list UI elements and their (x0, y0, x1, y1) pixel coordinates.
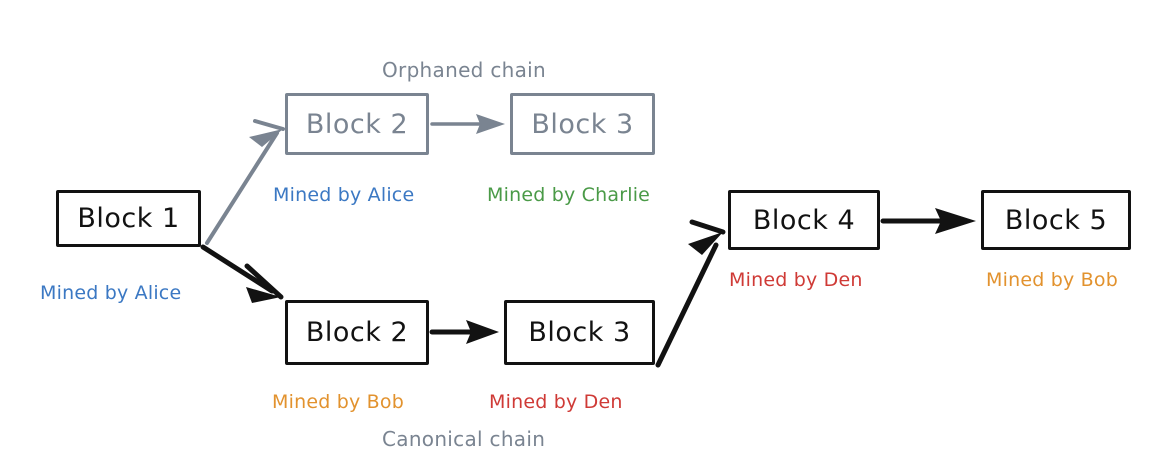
block-1[interactable]: Block 1 (56, 190, 201, 247)
block-5-label: Block 5 (1004, 204, 1108, 236)
canonical-block-2-label: Block 2 (305, 317, 409, 348)
orphan-block-3[interactable]: Block 3 (510, 93, 655, 155)
orphan-block-2-label: Block 2 (305, 108, 409, 140)
caption-canonical-block-2: Mined by Bob (272, 391, 404, 413)
block-1-label: Block 1 (77, 203, 180, 234)
block-4-label: Block 4 (752, 204, 856, 236)
caption-block-5: Mined by Bob (986, 269, 1118, 291)
orphan-block-2[interactable]: Block 2 (285, 93, 429, 155)
caption-canonical-block-3: Mined by Den (489, 391, 623, 413)
block-5[interactable]: Block 5 (981, 190, 1131, 250)
arrow-canonical-block2-to-block3 (429, 320, 499, 344)
arrow-block1-to-canonical-block2 (200, 244, 284, 303)
caption-orphan-block-3: Mined by Charlie (487, 184, 651, 206)
arrow-orphan-block2-to-block3 (430, 114, 505, 134)
canonical-chain-caption: Canonical chain (382, 427, 546, 451)
canonical-block-3-label: Block 3 (528, 317, 631, 348)
orphan-block-3-label: Block 3 (531, 108, 634, 140)
caption-orphan-block-2: Mined by Alice (273, 184, 415, 206)
canonical-block-3[interactable]: Block 3 (504, 300, 655, 365)
arrow-block4-to-block5 (880, 208, 976, 234)
arrow-block1-to-orphan-block2 (205, 119, 285, 245)
orphaned-chain-caption: Orphaned chain (382, 58, 546, 82)
caption-block-1: Mined by Alice (40, 282, 182, 304)
block-4[interactable]: Block 4 (728, 190, 880, 250)
canonical-block-2[interactable]: Block 2 (285, 300, 429, 365)
caption-block-4: Mined by Den (729, 269, 863, 291)
arrow-canonical-block3-to-block4 (655, 219, 726, 368)
